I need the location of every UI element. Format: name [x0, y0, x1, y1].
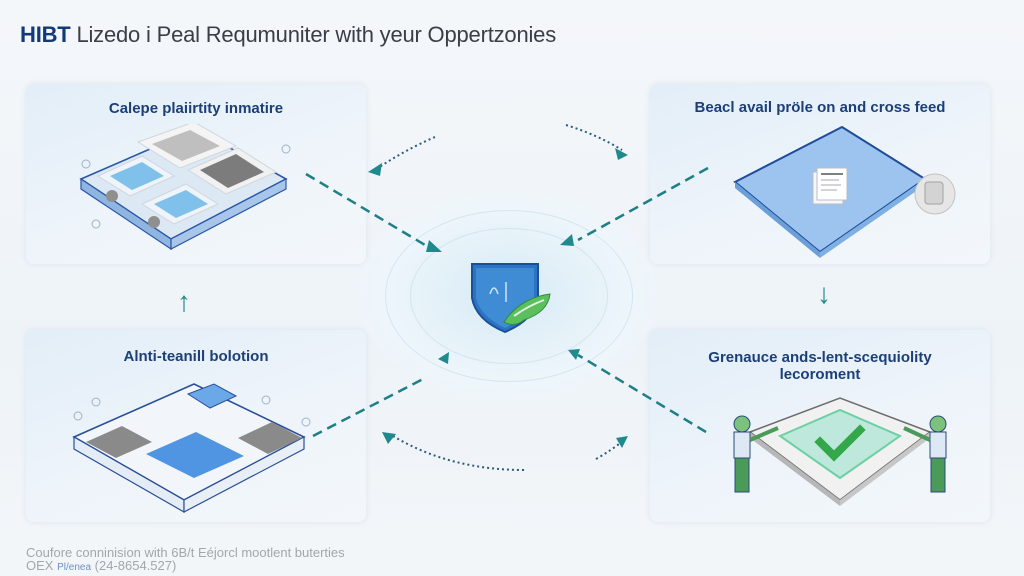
person-left-icon [733, 415, 779, 493]
card-bottom-right[interactable]: Grenauce ands-lent-scequiolity lecoromen… [650, 330, 990, 522]
verified-checkmark-platform-icon [733, 397, 947, 506]
footer: Coufore conninision with 6B/t Eéjorcl mo… [26, 546, 345, 574]
person-right-icon [903, 415, 947, 493]
footer-line: Coufore conninision with 6B/t Eéjorcl mo… [26, 545, 345, 560]
curved-arrow-bottom-right [595, 439, 625, 460]
phone-label: Pl/enea [57, 562, 92, 573]
brand-name: HIBT [20, 22, 71, 47]
card-title: Alnti-teanill bolotion [123, 348, 269, 365]
page-title-text: Lizedo i Peal Requmuniter with yeur Oppe… [76, 22, 556, 47]
document-platform-icon [733, 125, 956, 258]
arrow-up-icon: ↑ [177, 286, 191, 317]
arrowhead [615, 148, 628, 160]
card-top-left[interactable]: Calepe plaiirtity inmatire [26, 84, 366, 264]
isometric-chip-board-icon [72, 383, 311, 514]
page-title: HIBT Lizedo i Peal Requmuniter with yeur… [20, 22, 556, 48]
shield-emblem-icon [471, 263, 551, 334]
card-bottom-left[interactable]: Alnti-teanill bolotion [26, 330, 366, 522]
card-title-line: Grenauce ands-lent-scequiolity [708, 349, 932, 366]
device-badge-icon [914, 173, 956, 215]
card-title: Beacl avail pröle on and cross feed [694, 99, 946, 116]
card-title: Grenauce ands-lent-scequiolity lecoromen… [650, 349, 990, 383]
arrowhead [368, 163, 382, 176]
center-ring [385, 210, 633, 382]
arrow-down-icon: ↓ [817, 278, 831, 309]
arrowhead [616, 436, 628, 448]
curved-arrow-top-right [565, 124, 623, 151]
curved-arrow-bottom-left [392, 435, 525, 471]
card-title: Calepe plaiirtity inmatire [108, 100, 284, 117]
document-icon [812, 167, 848, 205]
footer-prefix: OEX [26, 558, 54, 573]
curved-arrow-top-left [377, 136, 436, 169]
arrowhead [382, 432, 396, 444]
footer-contact: OEX Pl/enea (24-8654.527) [26, 559, 345, 574]
center-ring [410, 228, 608, 364]
card-title-line: lecoroment [779, 366, 861, 383]
isometric-server-board-icon [79, 124, 291, 251]
card-top-right[interactable]: Beacl avail pröle on and cross feed [650, 84, 990, 264]
phone-number[interactable]: (24-8654.527) [94, 558, 177, 573]
